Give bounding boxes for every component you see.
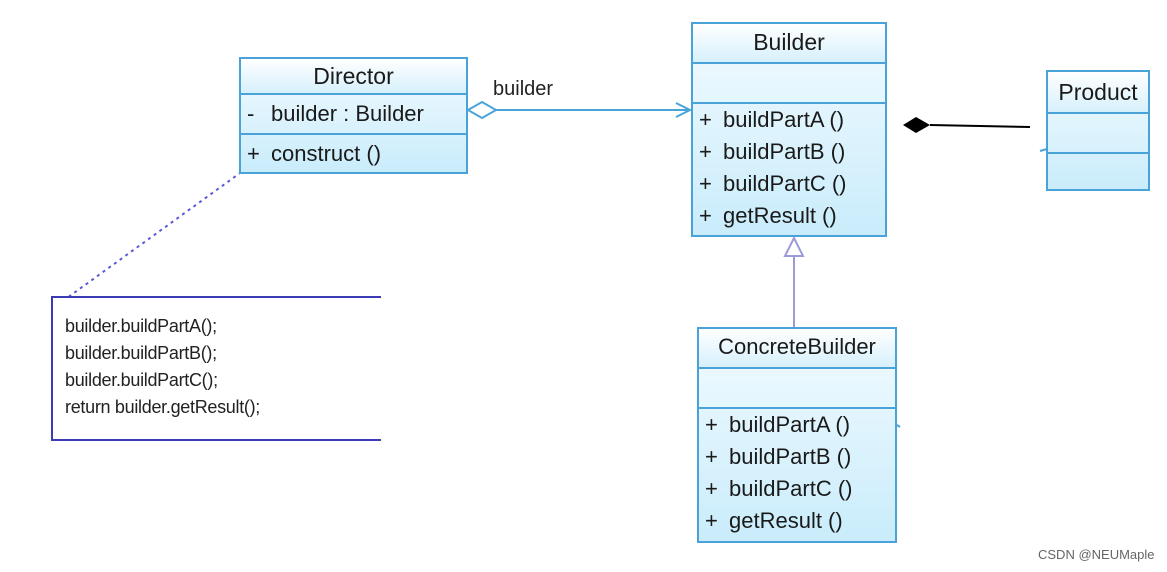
operation-row: + buildPartC () [693,168,885,200]
visibility-marker: + [705,444,718,469]
operation-text: buildPartC () [729,476,853,501]
visibility-marker: + [705,476,718,501]
concrete-tick [896,424,901,428]
visibility-marker: + [699,139,712,164]
attribute-row: -builder : Builder [241,95,466,133]
operation-compartment: + buildPartA () + buildPartB () + buildPart… [699,409,895,537]
attribute-compartment: -builder : Builder [241,95,466,135]
class-name: Builder [693,24,885,64]
operation-compartment: + construct () [241,135,466,173]
aggregation-arrowhead [675,102,693,118]
visibility-marker: - [247,101,255,126]
attribute-text: builder : Builder [271,101,424,126]
association-label: builder [493,78,554,100]
note-body: builder.buildPartA(); builder.buildPartB… [53,313,260,421]
class-name: Director [241,59,466,95]
note-line: builder.buildPartC(); [65,370,218,390]
visibility-marker: + [247,141,260,166]
visibility-marker: + [705,508,718,533]
operation-text: buildPartC () [723,171,847,196]
attribute-compartment [1048,114,1148,154]
operation-text: getResult () [723,203,837,228]
generalization-triangle [783,235,805,257]
class-name: Product [1048,72,1148,114]
operation-row: + buildPartB () [699,441,895,473]
composition-line [929,124,1031,128]
operation-text: getResult () [729,508,843,533]
operation-row: + buildPartA () [693,104,885,136]
operation-text: buildPartB () [729,444,852,469]
note-line: builder.buildPartA(); [65,316,217,336]
class-name: ConcreteBuilder [699,329,895,369]
attribute-compartment [693,64,885,104]
builder-class[interactable]: Builder + buildPartA () + buildPartB () + b… [691,22,887,237]
operation-text: buildPartB () [723,139,846,164]
operation-row: + buildPartA () [699,409,895,441]
visibility-marker: + [699,171,712,196]
aggregation-diamond [465,100,499,120]
visibility-marker: + [699,107,712,132]
operation-text: construct () [271,141,382,166]
operation-row: + buildPartB () [693,136,885,168]
operation-text: buildPartA () [729,412,851,437]
composition-diamond [903,117,930,133]
product-tick [1039,148,1048,152]
note-line: builder.buildPartB(); [65,343,217,363]
operation-row: + construct () [241,135,466,173]
visibility-marker: + [699,203,712,228]
operation-compartment: + buildPartA () + buildPartB () + buildPart… [693,104,885,232]
watermark: CSDN @NEUMaple [1038,547,1155,562]
note-anchor-line [66,167,248,299]
operation-row: + getResult () [699,505,895,537]
operation-row: + buildPartC () [699,473,895,505]
director-class[interactable]: Director -builder : Builder + construct (… [239,57,468,174]
operation-row: + getResult () [693,200,885,232]
product-class[interactable]: Product [1046,70,1150,191]
visibility-marker: + [705,412,718,437]
attribute-compartment [699,369,895,409]
concrete-builder-class[interactable]: ConcreteBuilder + buildPartA () + buildPar… [697,327,897,543]
operation-text: buildPartA () [723,107,845,132]
note-line: return builder.getResult(); [65,397,260,417]
construct-note[interactable]: builder.buildPartA(); builder.buildPartB… [51,296,381,441]
